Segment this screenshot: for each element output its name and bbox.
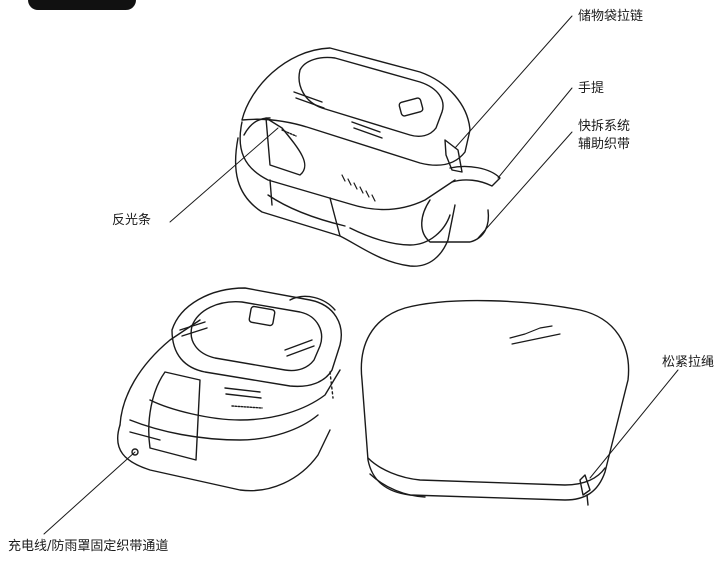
label-quick-release-line1: 快拆系统 — [578, 119, 631, 134]
top-bag-reflective-panel — [265, 117, 306, 176]
leader-reflective — [169, 127, 279, 223]
header-tag — [28, 0, 136, 10]
top-bag-lid-outer — [241, 47, 471, 166]
label-charging-channel: 充电线/防雨罩固定织带通道 — [8, 539, 169, 554]
top-bag-zipper — [444, 139, 463, 173]
leader-drawcord — [589, 369, 679, 479]
rain-cover-outline — [360, 299, 630, 501]
top-tank-bag — [234, 47, 501, 267]
bottom-bag-front-handle — [224, 387, 262, 399]
rain-cover-drawcord — [579, 474, 591, 496]
label-reflective-strip: 反光条 — [112, 213, 152, 228]
top-bag-lid-handle-left — [293, 91, 325, 109]
top-bag-lid-handle-right — [351, 121, 383, 139]
bottom-bag-badge — [248, 305, 276, 327]
leader-charging — [43, 451, 136, 535]
rain-cover-logo — [509, 325, 561, 345]
bottom-bag-band — [149, 369, 341, 421]
label-handle: 手提 — [578, 81, 605, 96]
top-bag-side-lettering — [341, 174, 376, 202]
leader-handle — [497, 87, 573, 179]
bottom-bag-lid-panel — [190, 301, 323, 372]
leader-quick-release — [477, 131, 573, 239]
bottom-bag-lid-handle-right — [284, 339, 315, 357]
top-bag-band — [239, 121, 456, 211]
label-quick-release-line2: 辅助织带 — [578, 137, 631, 152]
rain-cover — [360, 299, 630, 506]
top-bag-side-handle — [449, 165, 501, 187]
label-storage-zipper: 储物袋拉链 — [578, 9, 644, 24]
bottom-bag-side — [119, 319, 201, 426]
bottom-bag-base — [116, 424, 331, 492]
leader-lines — [43, 15, 679, 535]
bottom-tank-bag — [116, 287, 342, 492]
bottom-bag-lid-outer — [171, 287, 342, 388]
rain-cover-hem — [367, 457, 606, 486]
top-bag-webbing — [421, 199, 490, 243]
bottom-bag-lid-handle-left — [179, 321, 208, 337]
top-bag-base — [234, 137, 456, 267]
bottom-bag-charging-port — [131, 448, 139, 456]
bottom-bag-rear-handle — [289, 295, 336, 311]
bottom-bag-front-panel — [148, 371, 201, 461]
leader-storage-zipper — [454, 15, 573, 149]
top-bag-lid-panel — [298, 56, 444, 137]
top-bag-badge — [398, 97, 424, 117]
label-drawcord: 松紧拉绳 — [662, 355, 715, 370]
